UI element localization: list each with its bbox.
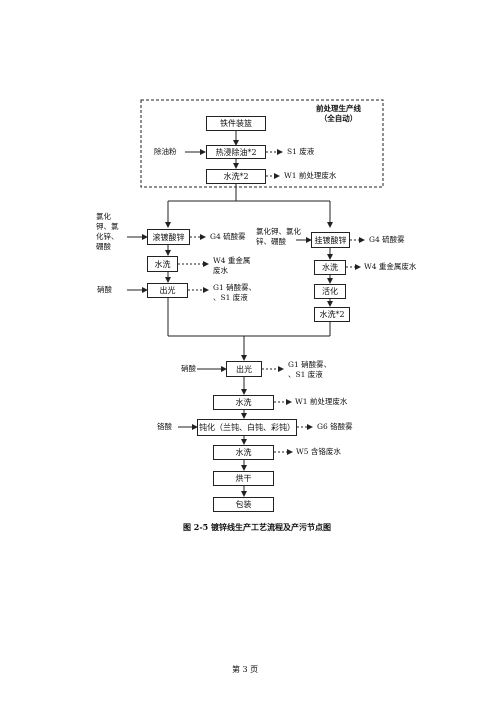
input-main-nitric-acid: 硝酸 <box>181 364 196 373</box>
step-main-rinse: 水洗 <box>213 395 274 410</box>
figure-caption: 图 2-5 镀锌线生产工艺流程及产污节点图 <box>183 522 332 532</box>
input-chromic-acid: 铬酸 <box>157 422 172 431</box>
pretreatment-title: 前处理生产线（全自动） <box>316 104 361 124</box>
output-w1-pre-wastewater: W1 前处理废水 <box>284 171 337 180</box>
output-w5-chromium-wastewater: W5 含铬废水 <box>296 447 341 456</box>
left-inputs: 氯化钾、氯化锌、硼酸 <box>96 212 119 252</box>
output-main-w1-pre-wastewater: W1 前处理废水 <box>295 397 348 406</box>
step-main-brighten: 出光 <box>226 361 262 377</box>
step-right-rinse-2: 水洗*2 <box>314 307 350 322</box>
step-packaging: 包装 <box>213 497 274 512</box>
right-inputs: 氯化钾、氯化锌、硼酸 <box>256 227 301 247</box>
step-pre-rinse: 水洗*2 <box>206 169 266 184</box>
step-activation: 活化 <box>314 284 346 299</box>
step-passivation: 钝化（兰钝、白钝、彩钝） <box>197 419 297 436</box>
step-drying: 烘干 <box>213 471 274 486</box>
output-main-g1-nitric-mist: G1 硝酸雾、、S1 废液 <box>288 360 332 380</box>
output-left-g1-nitric-mist: G1 硝酸雾、、S1 废液 <box>213 283 257 303</box>
output-g6-chromic-mist: G6 铬酸雾 <box>317 422 353 431</box>
output-left-g4-sulfuric-mist: G4 硫酸雾 <box>210 232 246 241</box>
step-rack-zinc-plating: 挂镀酸锌 <box>311 232 350 248</box>
output-left-w4-heavy-metal: W4 重金属废水 <box>213 256 251 276</box>
step-barrel-zinc-plating: 滚镀酸锌 <box>147 229 190 245</box>
output-right-g4-sulfuric-mist: G4 硫酸雾 <box>369 235 405 244</box>
page-number: 第 3 页 <box>232 665 259 674</box>
output-right-w4-heavy-metal: W4 重金属废水 <box>364 262 417 271</box>
input-left-nitric-acid: 硝酸 <box>97 285 112 294</box>
step-right-rinse: 水洗 <box>314 260 346 275</box>
step-left-brighten: 出光 <box>147 283 188 298</box>
step-hot-degrease: 热浸除油*2 <box>206 145 266 159</box>
pretreatment-region <box>140 99 384 188</box>
step-main-rinse-2: 水洗 <box>213 445 274 460</box>
step-left-rinse: 水洗 <box>147 256 178 272</box>
input-degrease-powder: 除油粉 <box>154 147 177 156</box>
step-iron-loading: 铁件装篮 <box>206 116 266 131</box>
output-s1-waste-liquid: S1 废液 <box>287 147 315 156</box>
